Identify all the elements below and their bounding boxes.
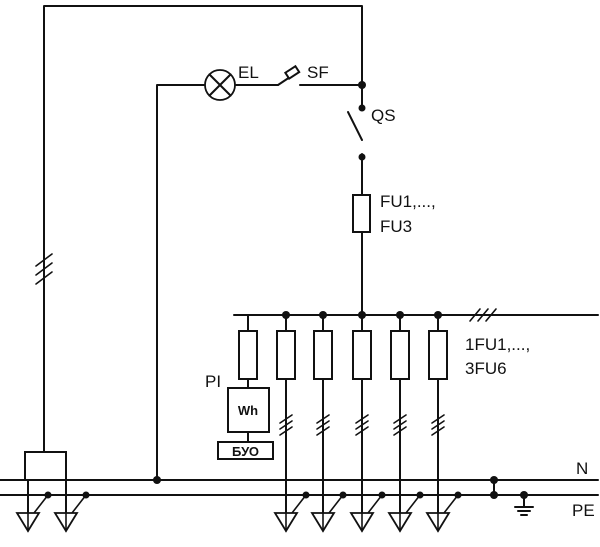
cable-termination-3	[273, 479, 310, 533]
cable-termination-5	[349, 479, 386, 533]
control-unit	[217, 441, 274, 460]
group-feeders	[276, 311, 448, 514]
cable-termination-1	[15, 479, 52, 533]
junction-lighting-n	[153, 476, 161, 484]
lamp-label: EL	[238, 63, 259, 82]
fuse-main-label-1: FU1,...,	[380, 192, 436, 211]
cable-termination-7	[425, 479, 462, 533]
meter-ref-label: PI	[205, 372, 221, 391]
feeder-4	[390, 311, 410, 514]
cable-termination-2	[53, 479, 90, 533]
fuse-main	[352, 194, 371, 233]
breaker-label: SF	[307, 63, 329, 82]
breaker-sf	[277, 64, 363, 86]
n-pe-bridge	[490, 476, 498, 499]
fuse-main-label-2: FU3	[380, 217, 412, 236]
lamp-el	[204, 69, 236, 101]
cable-terminations	[15, 479, 462, 533]
lighting-line	[156, 84, 205, 481]
cable-termination-4	[310, 479, 347, 533]
control-unit-label: БУО	[232, 444, 259, 459]
feeder-1	[276, 311, 296, 514]
meter-wh	[227, 387, 270, 433]
switch-qs	[347, 84, 363, 161]
meter-label: Wh	[238, 403, 258, 418]
fuse-group-label-2: 3FU6	[465, 359, 507, 378]
neutral-label: N	[576, 459, 588, 478]
ground-icon	[514, 491, 534, 516]
fuse-meter	[238, 330, 258, 380]
switch-label: QS	[371, 106, 396, 125]
cable-termination-6	[387, 479, 424, 533]
fuse-group-label-1: 1FU1,...,	[465, 335, 530, 354]
three-phase-mark-bus	[469, 308, 497, 322]
supply-line-outer	[43, 5, 363, 453]
pe-label: PE	[572, 501, 595, 520]
three-phase-mark-supply	[35, 253, 53, 285]
switch-contact-top	[358, 104, 366, 112]
supply-box	[24, 451, 67, 481]
feeder-2	[313, 311, 333, 514]
